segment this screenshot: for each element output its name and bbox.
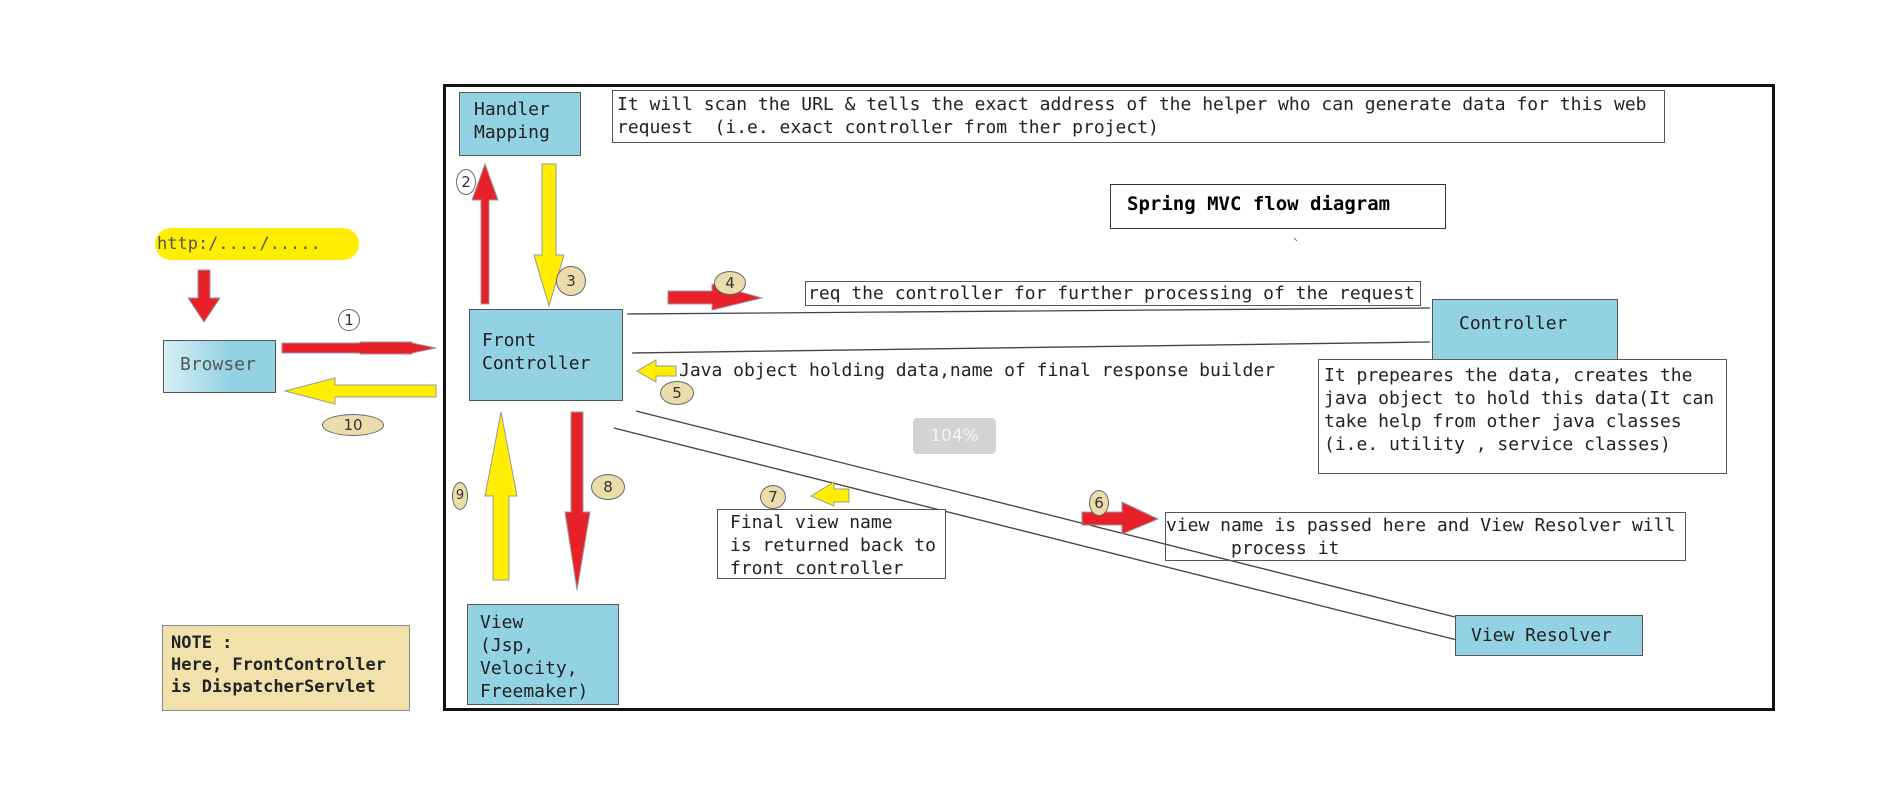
connector-line bbox=[635, 410, 1456, 618]
arrow-2 bbox=[471, 162, 499, 305]
step-badge-10: 10 bbox=[322, 414, 384, 436]
controller-box: Controller bbox=[1432, 299, 1618, 361]
step-badge-8: 8 bbox=[591, 474, 625, 500]
handler-mapping-box: Handler Mapping bbox=[459, 92, 581, 156]
arrow-6 bbox=[1081, 501, 1160, 535]
arrow-4 bbox=[667, 283, 764, 311]
stray-mark bbox=[1293, 237, 1298, 242]
step-badge-3: 3 bbox=[556, 266, 586, 296]
connector-line bbox=[631, 341, 1431, 354]
view-resolver-description: view name is passed here and View Resolv… bbox=[1166, 515, 1676, 559]
browser-box: Browser bbox=[163, 340, 276, 393]
step-badge-2: 2 bbox=[456, 169, 476, 195]
arrow-9 bbox=[484, 411, 518, 581]
request-controller-description: req the controller for further processin… bbox=[808, 283, 1415, 304]
browser-label: Browser bbox=[180, 354, 256, 375]
zoom-indicator: 104% bbox=[913, 418, 996, 454]
final-view-description-box: Final view name is returned back to fron… bbox=[717, 509, 946, 579]
note-box: NOTE : Here, FrontController is Dispatch… bbox=[162, 625, 410, 711]
connector-line bbox=[613, 427, 1458, 641]
step-badge-7: 7 bbox=[760, 485, 786, 509]
connector-line bbox=[626, 307, 1431, 315]
handler-mapping-label: Handler Mapping bbox=[474, 99, 550, 143]
controller-description: It prepeares the data, creates the java … bbox=[1324, 365, 1715, 455]
step-badge-5: 5 bbox=[660, 381, 694, 405]
front-controller-box: Front Controller bbox=[469, 309, 623, 401]
final-view-description: Final view name is returned back to fron… bbox=[730, 512, 936, 579]
arrow-5 bbox=[636, 359, 677, 383]
url-bubble: http:/..../..... bbox=[155, 228, 359, 260]
handler-mapping-description-box: It will scan the URL & tells the exact a… bbox=[612, 90, 1665, 143]
view-resolver-description-box: view name is passed here and View Resolv… bbox=[1165, 512, 1686, 561]
request-controller-description-box: req the controller for further processin… bbox=[805, 281, 1421, 306]
step-badge-9: 9 bbox=[452, 482, 468, 510]
arrow-url-to-browser bbox=[187, 269, 221, 323]
view-box: View (Jsp, Velocity, Freemaker) bbox=[467, 604, 619, 705]
controller-description-box: It prepeares the data, creates the java … bbox=[1318, 359, 1727, 474]
step-badge-6: 6 bbox=[1089, 490, 1109, 516]
view-label: View (Jsp, Velocity, Freemaker) bbox=[480, 612, 589, 702]
front-controller-label: Front Controller bbox=[482, 330, 591, 374]
arrow-8 bbox=[564, 411, 591, 591]
arrow-10 bbox=[283, 377, 437, 405]
java-object-description: Java object holding data,name of final r… bbox=[679, 360, 1276, 381]
view-resolver-label: View Resolver bbox=[1471, 625, 1612, 646]
step-badge-1: 1 bbox=[338, 309, 360, 331]
arrow-7 bbox=[809, 481, 850, 507]
handler-mapping-description: It will scan the URL & tells the exact a… bbox=[617, 94, 1647, 138]
step-badge-4: 4 bbox=[714, 271, 746, 295]
view-resolver-box: View Resolver bbox=[1455, 615, 1643, 656]
diagram-title: Spring MVC flow diagram bbox=[1110, 184, 1446, 229]
controller-label: Controller bbox=[1459, 313, 1568, 334]
diagram-frame bbox=[443, 84, 1775, 711]
arrow-1 bbox=[281, 341, 437, 355]
